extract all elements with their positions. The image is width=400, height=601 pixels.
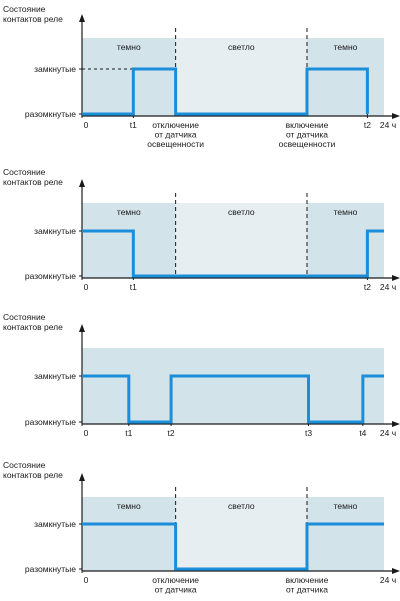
x-tick-label: 0 (84, 428, 89, 438)
x-tick-label: t3 (305, 428, 312, 438)
x-tick-label: t1 (130, 282, 137, 292)
level-label-open: разомкнутые (25, 109, 76, 119)
level-label-open: разомкнутые (25, 271, 76, 281)
x-tick-label: t4 (359, 428, 366, 438)
region-1 (82, 38, 176, 116)
marker-label: включение (286, 120, 329, 130)
marker-label: отключение (152, 120, 199, 130)
region-label: темно (117, 207, 141, 217)
x-axis-unit: 24 ч (380, 282, 396, 292)
y-axis-arrow (79, 473, 85, 481)
y-axis-label: Состояние (3, 167, 46, 177)
marker-label: от датчика (155, 585, 197, 595)
relay-signal-line (82, 229, 384, 278)
relay-signal-line (82, 522, 384, 571)
y-axis-label: контактов реле (3, 470, 63, 480)
x-tick-label: 0 (84, 575, 89, 585)
region-2 (175, 203, 307, 278)
x-tick-label: t2 (364, 120, 371, 130)
region-label: темно (334, 42, 358, 52)
marker-label: включение (286, 575, 329, 585)
region-2 (175, 497, 307, 571)
x-tick-label: t2 (364, 282, 371, 292)
x-axis-unit: 24 ч (380, 575, 396, 585)
region-label: темно (117, 42, 141, 52)
x-axis-arrow (392, 568, 400, 574)
relay-signal-line (82, 374, 384, 424)
x-tick-label: t1 (125, 428, 132, 438)
y-axis-label: контактов реле (3, 177, 63, 187)
relay-signal-line (82, 67, 369, 116)
y-axis-label: Состояние (3, 312, 46, 322)
y-axis-arrow (79, 14, 85, 22)
region-3 (306, 38, 384, 116)
x-axis-arrow (392, 113, 400, 119)
region-1 (82, 348, 384, 424)
level-label-closed: замкнутые (34, 64, 76, 74)
x-tick-label: 0 (84, 282, 89, 292)
region-label: темно (117, 501, 141, 511)
region-label: светло (228, 207, 255, 217)
x-axis-arrow (392, 421, 400, 427)
level-label-closed: замкнутые (34, 519, 76, 529)
level-label-closed: замкнутые (34, 226, 76, 236)
region-label: светло (228, 501, 255, 511)
marker-label: отключение (152, 575, 199, 585)
level-label-closed: замкнутые (34, 371, 76, 381)
y-axis-arrow (79, 324, 85, 332)
x-tick-label: t1 (130, 120, 137, 130)
level-label-open: разомкнутые (25, 564, 76, 574)
marker-label: освещенности (279, 139, 336, 149)
level-label-open: разомкнутые (25, 417, 76, 427)
x-axis-unit: 24 ч (380, 120, 396, 130)
y-axis-label: Состояние (3, 4, 46, 14)
marker-label: от датчика (286, 130, 328, 140)
y-axis-label: контактов реле (3, 322, 63, 332)
x-axis-unit: 24 ч (380, 428, 396, 438)
marker-label: освещенности (147, 139, 204, 149)
region-1 (82, 497, 176, 571)
y-axis-label: Состояние (3, 460, 46, 470)
y-axis-arrow (79, 179, 85, 187)
x-tick-label: 0 (84, 120, 89, 130)
x-tick-label: t2 (168, 428, 175, 438)
region-label: светло (228, 42, 255, 52)
region-1 (82, 203, 176, 278)
region-label: темно (334, 501, 358, 511)
y-axis-label: контактов реле (3, 14, 63, 24)
region-2 (175, 38, 307, 116)
region-label: темно (334, 207, 358, 217)
marker-label: от датчика (286, 585, 328, 595)
marker-label: от датчика (155, 130, 197, 140)
x-axis-arrow (392, 275, 400, 281)
region-3 (306, 203, 384, 278)
region-3 (306, 497, 384, 571)
